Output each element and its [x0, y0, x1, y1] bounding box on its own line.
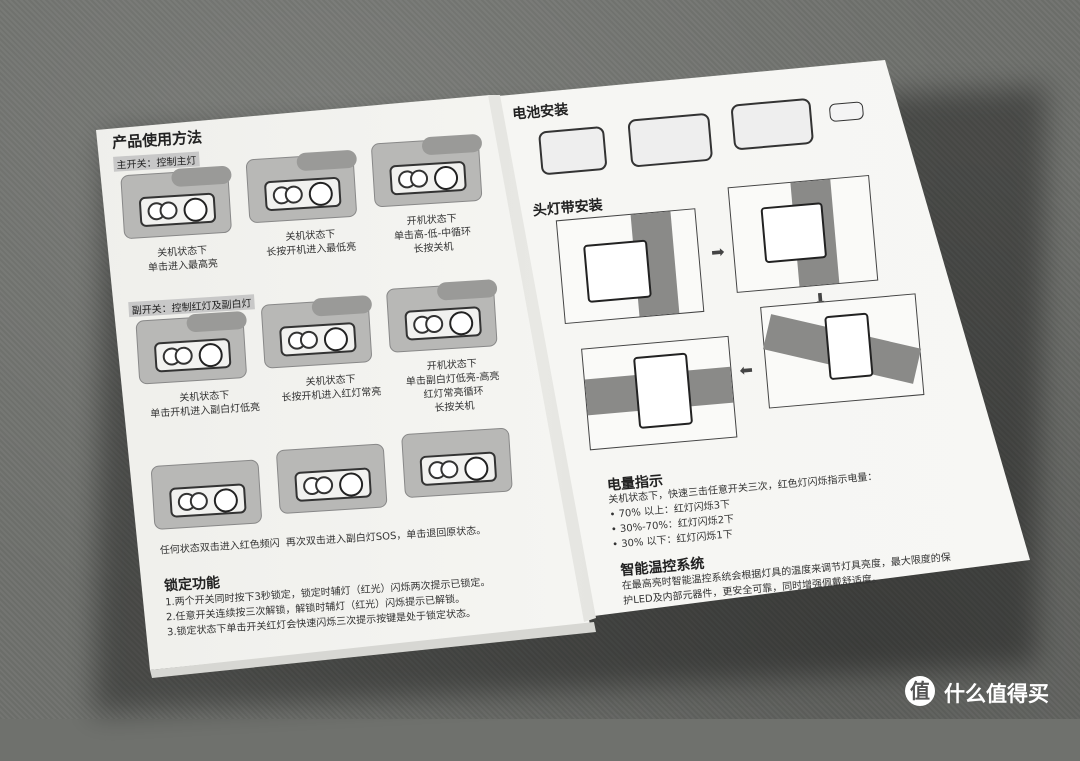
headlamp-icon: [760, 202, 828, 264]
headlamp-open-icon: [627, 112, 714, 168]
strap-step-1-figure: [555, 208, 705, 325]
headlamp-battery-compartment-icon: [730, 97, 815, 151]
watermark-logo-icon: 值: [905, 676, 935, 706]
watermark-text: 什么值得买: [944, 682, 1049, 706]
strap-step-4-figure: [581, 335, 738, 451]
headlamp-icon: [824, 312, 874, 381]
headlamp-icon: [633, 352, 694, 429]
strap-step-3-figure: [760, 293, 925, 409]
battery-install-title: 电池安装: [511, 101, 569, 123]
strap-step-2-figure: [727, 174, 879, 293]
arrow-left-icon: ⬅: [738, 359, 754, 380]
headlamp-icon: [537, 125, 608, 176]
arrow-right-icon: ➡: [710, 241, 726, 262]
headlamp-icon: [583, 239, 652, 303]
battery-icon: [828, 101, 865, 123]
